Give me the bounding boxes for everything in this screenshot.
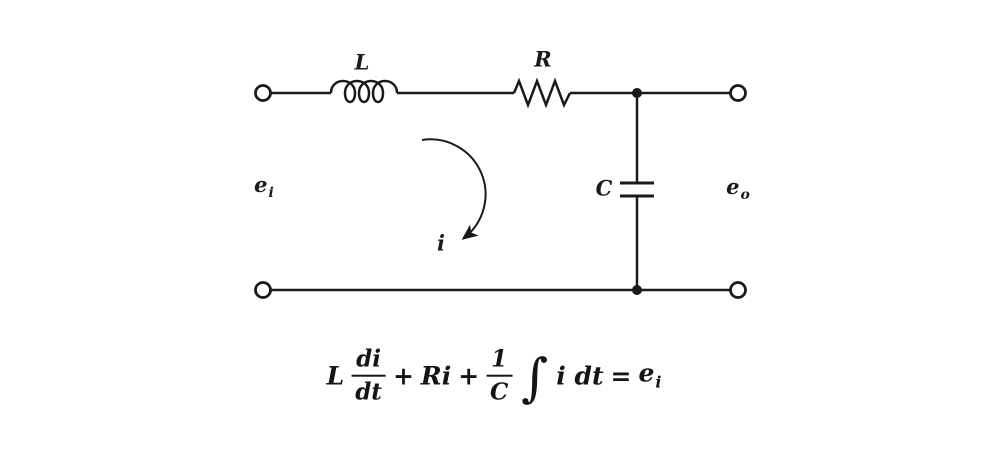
equation-plus-1: + <box>392 361 414 391</box>
output-voltage-subscript: o <box>740 187 750 203</box>
terminal-output-top <box>729 84 747 102</box>
output-voltage-base: e <box>726 174 740 199</box>
resistor-label: R <box>534 46 552 72</box>
junction-dot-top <box>632 88 642 98</box>
equation-plus-2: + <box>458 361 480 391</box>
junction-dot-bottom <box>632 285 642 295</box>
input-voltage-subscript: i <box>268 185 274 201</box>
current-direction-arrow <box>421 138 487 240</box>
equation-fraction-di-dt: di dt <box>351 346 386 406</box>
equation-term-Ri: Ri <box>420 361 452 391</box>
equation-fraction-1-C: 1 C <box>486 346 513 406</box>
equation-denominator-dt: dt <box>355 379 382 406</box>
input-voltage-label: ei <box>254 174 274 200</box>
output-voltage-label: eo <box>726 176 750 202</box>
equation-integrand: i dt <box>556 361 604 391</box>
current-label: i <box>437 230 445 256</box>
capacitor-label: C <box>595 175 613 201</box>
inductor-coil <box>329 79 399 104</box>
equation-equals: = <box>610 361 632 391</box>
equation-numerator-1: 1 <box>486 346 513 377</box>
inductor-label: L <box>354 49 370 75</box>
terminal-output-bottom <box>729 281 747 299</box>
integral-sign: ∫ <box>521 348 549 409</box>
input-voltage-base: e <box>254 172 268 197</box>
equation-numerator-di: di <box>351 346 386 377</box>
equation-rhs: ei <box>638 361 661 391</box>
equation-coefficient-L: L <box>326 361 345 391</box>
equation-rhs-subscript: i <box>655 373 662 392</box>
equation-denominator-C: C <box>490 379 509 406</box>
terminal-input-top <box>254 84 272 102</box>
equation-rhs-base: e <box>638 359 655 388</box>
terminal-input-bottom <box>254 281 272 299</box>
resistor-zigzag <box>512 77 572 109</box>
mesh-equation: L di dt + Ri + 1 C ∫ i dt = ei <box>326 346 662 409</box>
